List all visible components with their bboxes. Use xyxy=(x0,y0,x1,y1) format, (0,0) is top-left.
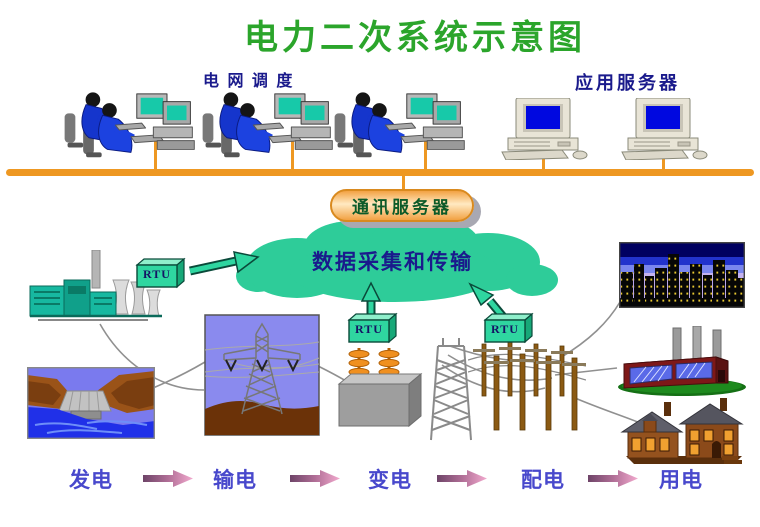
dispatch-workstation-1 xyxy=(64,92,195,158)
transformer-substation-image xyxy=(337,338,472,441)
stage-label-transmission: 输电 xyxy=(213,469,257,492)
rtu-box-2: RTU xyxy=(346,312,398,344)
rtu-box-3: RTU xyxy=(482,312,534,344)
rtu-box-1: RTU xyxy=(134,257,186,289)
page-title: 电力二次系统示意图 xyxy=(244,19,586,57)
stage-label-distribution: 配电 xyxy=(521,469,565,492)
application-server-computer-2 xyxy=(621,98,708,160)
stage-arrow-icon xyxy=(588,470,638,487)
comm-server-pill: 通讯服务器 xyxy=(330,189,474,222)
stage-label-generation: 发电 xyxy=(69,469,113,492)
app-server-label: 应用服务器 xyxy=(575,73,680,93)
power-plant-image xyxy=(29,250,162,321)
data-cloud xyxy=(236,217,558,302)
rtu-box-icon xyxy=(135,257,186,289)
stage-arrow-icon xyxy=(143,470,193,487)
dispatch-workstation-3 xyxy=(334,92,465,158)
stage-label-substation: 变电 xyxy=(368,469,412,492)
transmission-tower-image xyxy=(204,314,320,436)
hydro-dam-image xyxy=(27,367,155,439)
application-server-computer-1 xyxy=(501,98,588,160)
stage-arrow-icon xyxy=(290,470,340,487)
dispatch-workstation-2 xyxy=(202,92,333,158)
distribution-poles-image xyxy=(468,341,586,431)
rtu-box-icon xyxy=(347,312,398,344)
house-image xyxy=(620,398,744,464)
rtu-box-icon xyxy=(483,312,534,344)
rtu-label: RTU xyxy=(491,322,519,336)
network-bus xyxy=(6,138,754,191)
city-night-image xyxy=(619,242,745,308)
factory-image xyxy=(618,326,746,396)
data-cloud-label: 数据采集和传输 xyxy=(312,251,473,274)
stage-arrow-icon xyxy=(437,470,487,487)
dispatch-label: 电 网 调 度 xyxy=(203,73,295,90)
rtu-label: RTU xyxy=(355,322,383,336)
rtu-label: RTU xyxy=(143,267,171,281)
stage-label-consumption: 用电 xyxy=(659,469,703,492)
